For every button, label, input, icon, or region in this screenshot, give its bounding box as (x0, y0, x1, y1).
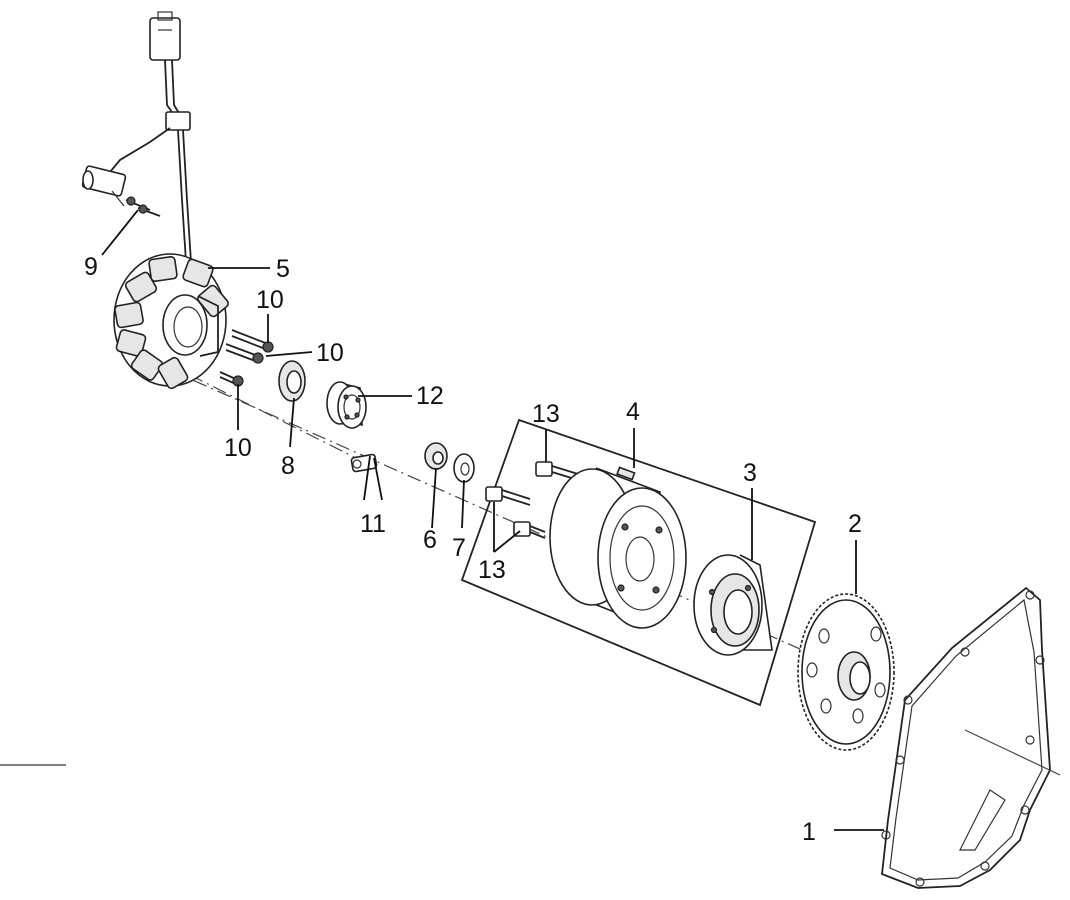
callout-1: 1 (802, 818, 816, 846)
callout-8: 8 (281, 452, 295, 480)
key-part-11 (350, 453, 378, 473)
harness-clamp (165, 111, 191, 131)
callout-3: 3 (743, 459, 757, 487)
bearing-part-12 (326, 381, 367, 429)
bolts-part-13 (485, 461, 579, 539)
wiring-harness (81, 11, 192, 263)
flywheel-rotor (549, 466, 687, 629)
nut-part-6 (424, 442, 448, 470)
callout-10-bottom: 10 (224, 434, 252, 462)
callout-4: 4 (626, 398, 640, 426)
assembly-axis-lower (189, 374, 361, 461)
callout-5: 5 (276, 255, 290, 283)
callout-13-top: 13 (532, 400, 560, 428)
starter-gear-part-2 (797, 593, 895, 751)
callout-7: 7 (452, 534, 466, 562)
assembly-box-part-4 (460, 418, 817, 707)
leader-lines (101, 209, 884, 831)
callout-10-middle: 10 (316, 339, 344, 367)
starter-clutch-part-3 (693, 554, 773, 656)
connector-plug (149, 17, 181, 61)
callout-12: 12 (416, 382, 444, 410)
callout-10-top: 10 (256, 286, 284, 314)
callout-13-bottom: 13 (478, 556, 506, 584)
washer-part-7 (453, 453, 475, 483)
callout-11: 11 (360, 510, 386, 538)
callout-2: 2 (848, 510, 862, 538)
callout-6: 6 (423, 526, 437, 554)
bolts-part-10 (219, 329, 274, 387)
callout-9: 9 (84, 253, 98, 281)
stator-part-5 (113, 253, 229, 390)
gasket-part-1 (881, 586, 1061, 889)
oil-seal-part-8 (278, 360, 306, 402)
screws-part-9 (125, 196, 161, 217)
